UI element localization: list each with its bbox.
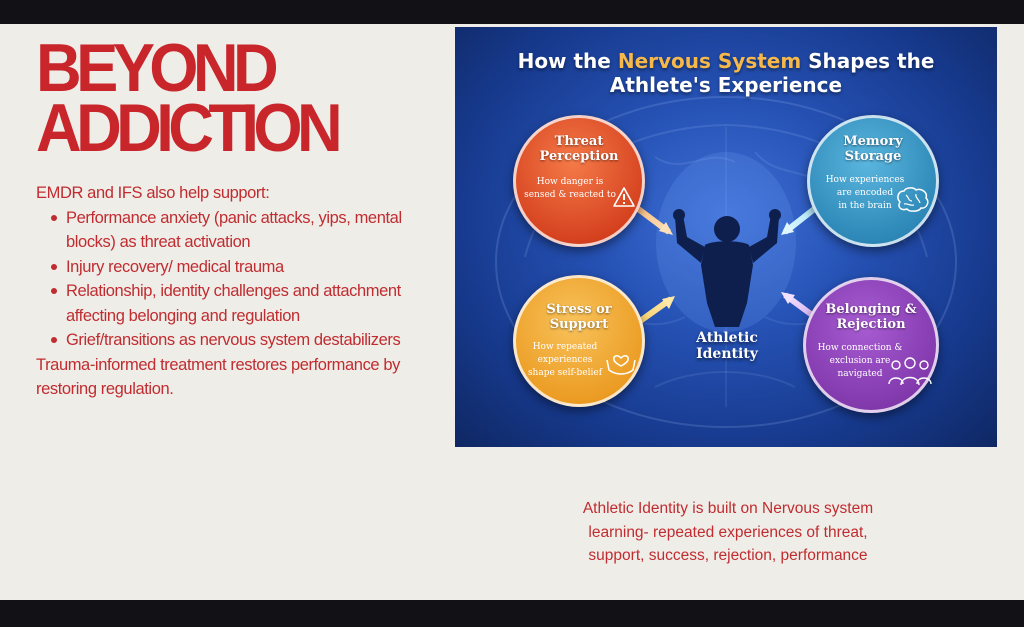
bullet-list: Performance anxiety (panic attacks, yips… [50,206,436,353]
memory-head-2: Storage [844,149,902,164]
memory-desc-1: How experiences [825,175,905,185]
bullet-item: Injury recovery/ medical trauma [50,255,436,280]
heart-hands-icon [606,355,636,375]
stress-desc-2: experiences [537,355,593,365]
slide-body: EMDR and IFS also help support: Performa… [36,181,436,402]
threat-head-1: Threat [554,134,604,149]
bullet-item: Relationship, identity challenges and at… [50,279,436,328]
belonging-head-1: Belonging & [825,302,917,317]
title-line-1: BEYOND [36,30,279,106]
bullet-item: Grief/transitions as nervous system dest… [50,328,436,353]
memory-desc-3: in the brain [838,201,892,211]
memory-desc-2: are encoded [836,188,894,198]
top-letterbox [0,0,1024,24]
bottom-letterbox [0,600,1024,627]
center-label: Athletic Identity [687,330,767,362]
title-highlight: Nervous System [617,49,802,73]
center-label-line-2: Identity [696,346,758,362]
node-memory-storage: Memory Storage How experiences are encod… [807,115,939,247]
stress-desc-1: How repeated [532,342,598,352]
node-threat-perception: Threat Perception How danger is sensed &… [513,115,645,247]
title-post: Shapes the [801,49,935,73]
belonging-desc-3: navigated [837,369,883,379]
threat-desc-2: sensed & reacted to [524,190,616,200]
node-belonging-rejection: Belonging & Rejection How connection & e… [803,277,939,413]
title-line-2: ADDICTION [36,90,343,166]
threat-desc-1: How danger is [536,177,604,187]
title-line-2: Athlete's Experience [609,73,843,97]
threat-head-2: Perception [539,149,619,164]
memory-head-1: Memory [843,134,903,149]
stress-desc-3: shape self-belief [527,368,603,378]
nervous-system-infographic: How the Nervous System Shapes the Athlet… [455,27,997,447]
people-icon [888,357,932,386]
intro-text: EMDR and IFS also help support: [36,184,270,202]
brain-icon [897,187,929,212]
warning-icon [613,187,635,207]
stress-head-1: Stress or [546,302,612,317]
athlete-silhouette [673,209,781,327]
belonging-desc-1: How connection & [817,343,903,353]
belonging-head-2: Rejection [836,317,906,332]
slide-title: BEYOND ADDICTION [36,30,343,166]
bullet-item: Performance anxiety (panic attacks, yips… [50,206,436,255]
center-label-line-1: Athletic [696,330,758,346]
closing-text: Trauma-informed treatment restores perfo… [36,355,401,399]
infographic-title: How the Nervous System Shapes the Athlet… [455,49,997,97]
figure-caption: Athletic Identity is built on Nervous sy… [582,500,874,564]
node-stress-support: Stress or Support How repeated experienc… [513,275,645,407]
stress-head-2: Support [549,317,609,332]
belonging-desc-2: exclusion are [829,356,891,366]
title-pre: How the [517,49,618,73]
